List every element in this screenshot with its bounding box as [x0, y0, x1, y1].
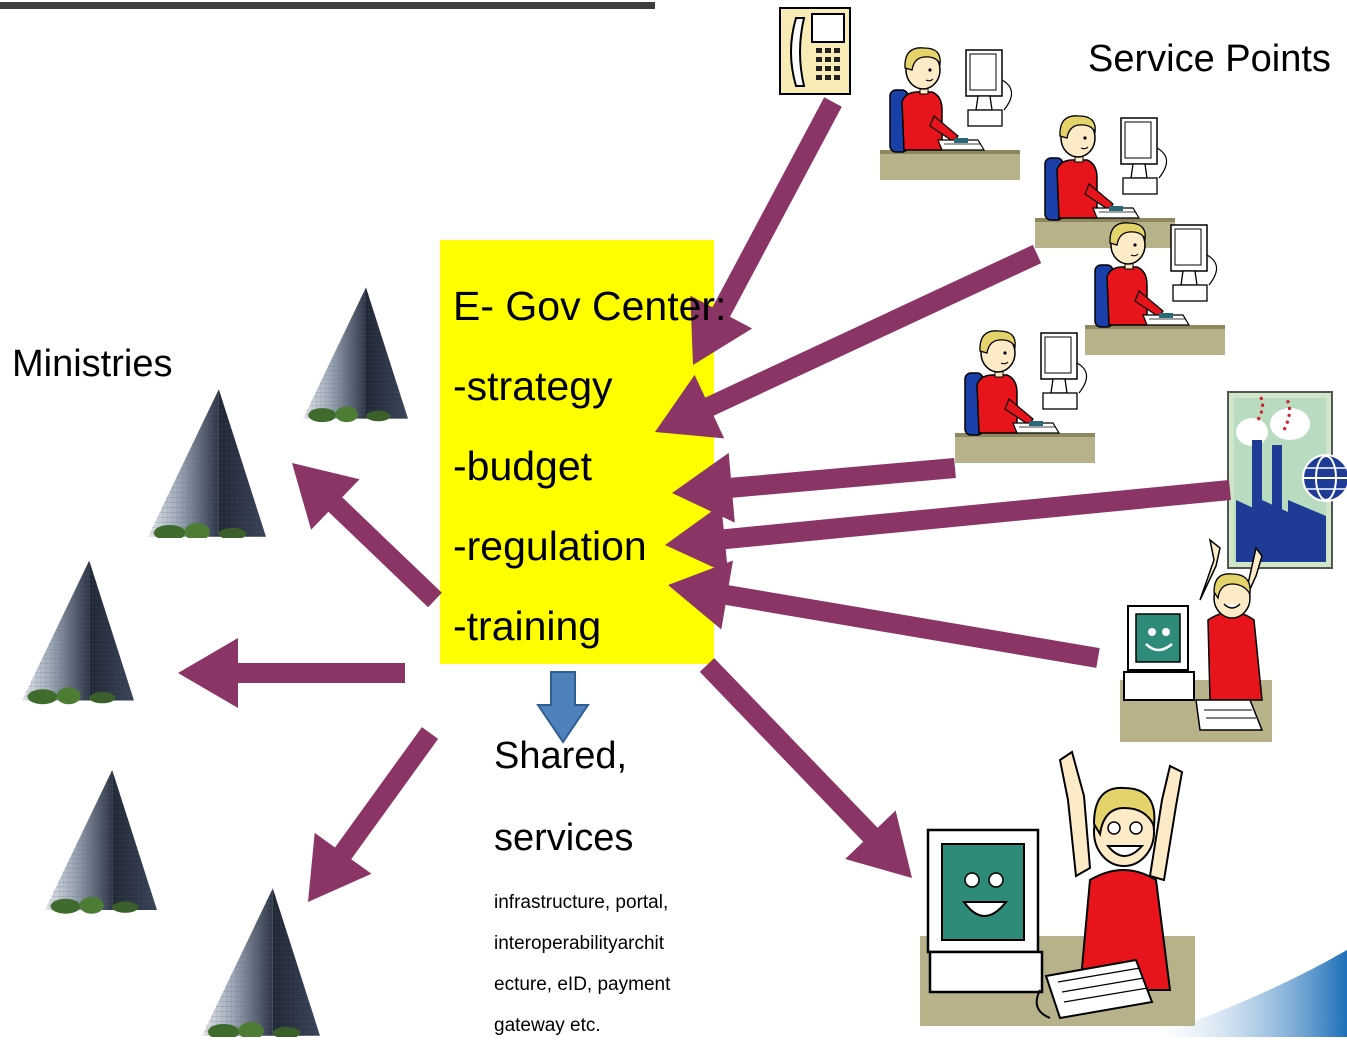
top-rule: [0, 2, 655, 9]
arrow-worker2-to-center: [655, 244, 1042, 439]
shared-services-details: infrastructure, portal, interoperability…: [494, 882, 684, 1046]
building-icon: [148, 389, 266, 538]
arrow-center-to-ministry2: [178, 638, 405, 708]
center-item-strategy: -strategy: [453, 363, 613, 409]
telephone-icon: [779, 7, 851, 95]
e-gov-center-text: E- Gov Center: -strategy -budget -regula…: [453, 266, 726, 666]
arrows-group: [178, 97, 1231, 902]
e-gov-center-box: [440, 240, 714, 664]
arrow-phone-to-center: [690, 97, 842, 366]
factory-globe-icon: [1227, 391, 1347, 569]
shared-services-title: Shared,: [494, 735, 628, 777]
building-icon: [22, 560, 134, 705]
shared-detail-line: interoperabilityarchit: [494, 933, 665, 954]
office-worker-icon: [955, 330, 1095, 464]
arrow-worker4-to-center: [672, 452, 956, 523]
arrow-center-to-ministry4: [308, 727, 439, 902]
shared-detail-line: gateway etc.: [494, 1015, 601, 1036]
center-item-budget: -budget: [453, 443, 593, 489]
arrow-center-to-user: [699, 658, 912, 878]
shared-detail-line: ecture, eID, payment: [494, 974, 671, 995]
down-arrow-icon: [536, 671, 590, 744]
building-icon: [202, 888, 320, 1037]
service-points-label: Service Points: [1088, 38, 1331, 80]
office-worker-icon: [880, 47, 1020, 181]
office-worker-icon: [1035, 115, 1175, 249]
building-icon: [303, 287, 408, 423]
building-icon: [45, 770, 157, 914]
arrow-factory-to-center: [665, 480, 1231, 574]
arrow-user-to-center: [668, 560, 1100, 668]
shared-services-title-line2: services: [494, 817, 634, 859]
corner-swoosh: [1150, 950, 1347, 1037]
happy-user-computer-icon: [920, 750, 1195, 1026]
ministries-label: Ministries: [12, 343, 173, 385]
shared-detail-line: infrastructure, portal,: [494, 892, 669, 913]
center-item-regulation: -regulation: [453, 523, 647, 569]
happy-user-computer-icon: [1120, 538, 1272, 742]
center-item-training: -training: [453, 603, 602, 649]
arrow-center-to-ministry1: [292, 463, 442, 608]
center-title: E- Gov Center:: [453, 283, 727, 329]
